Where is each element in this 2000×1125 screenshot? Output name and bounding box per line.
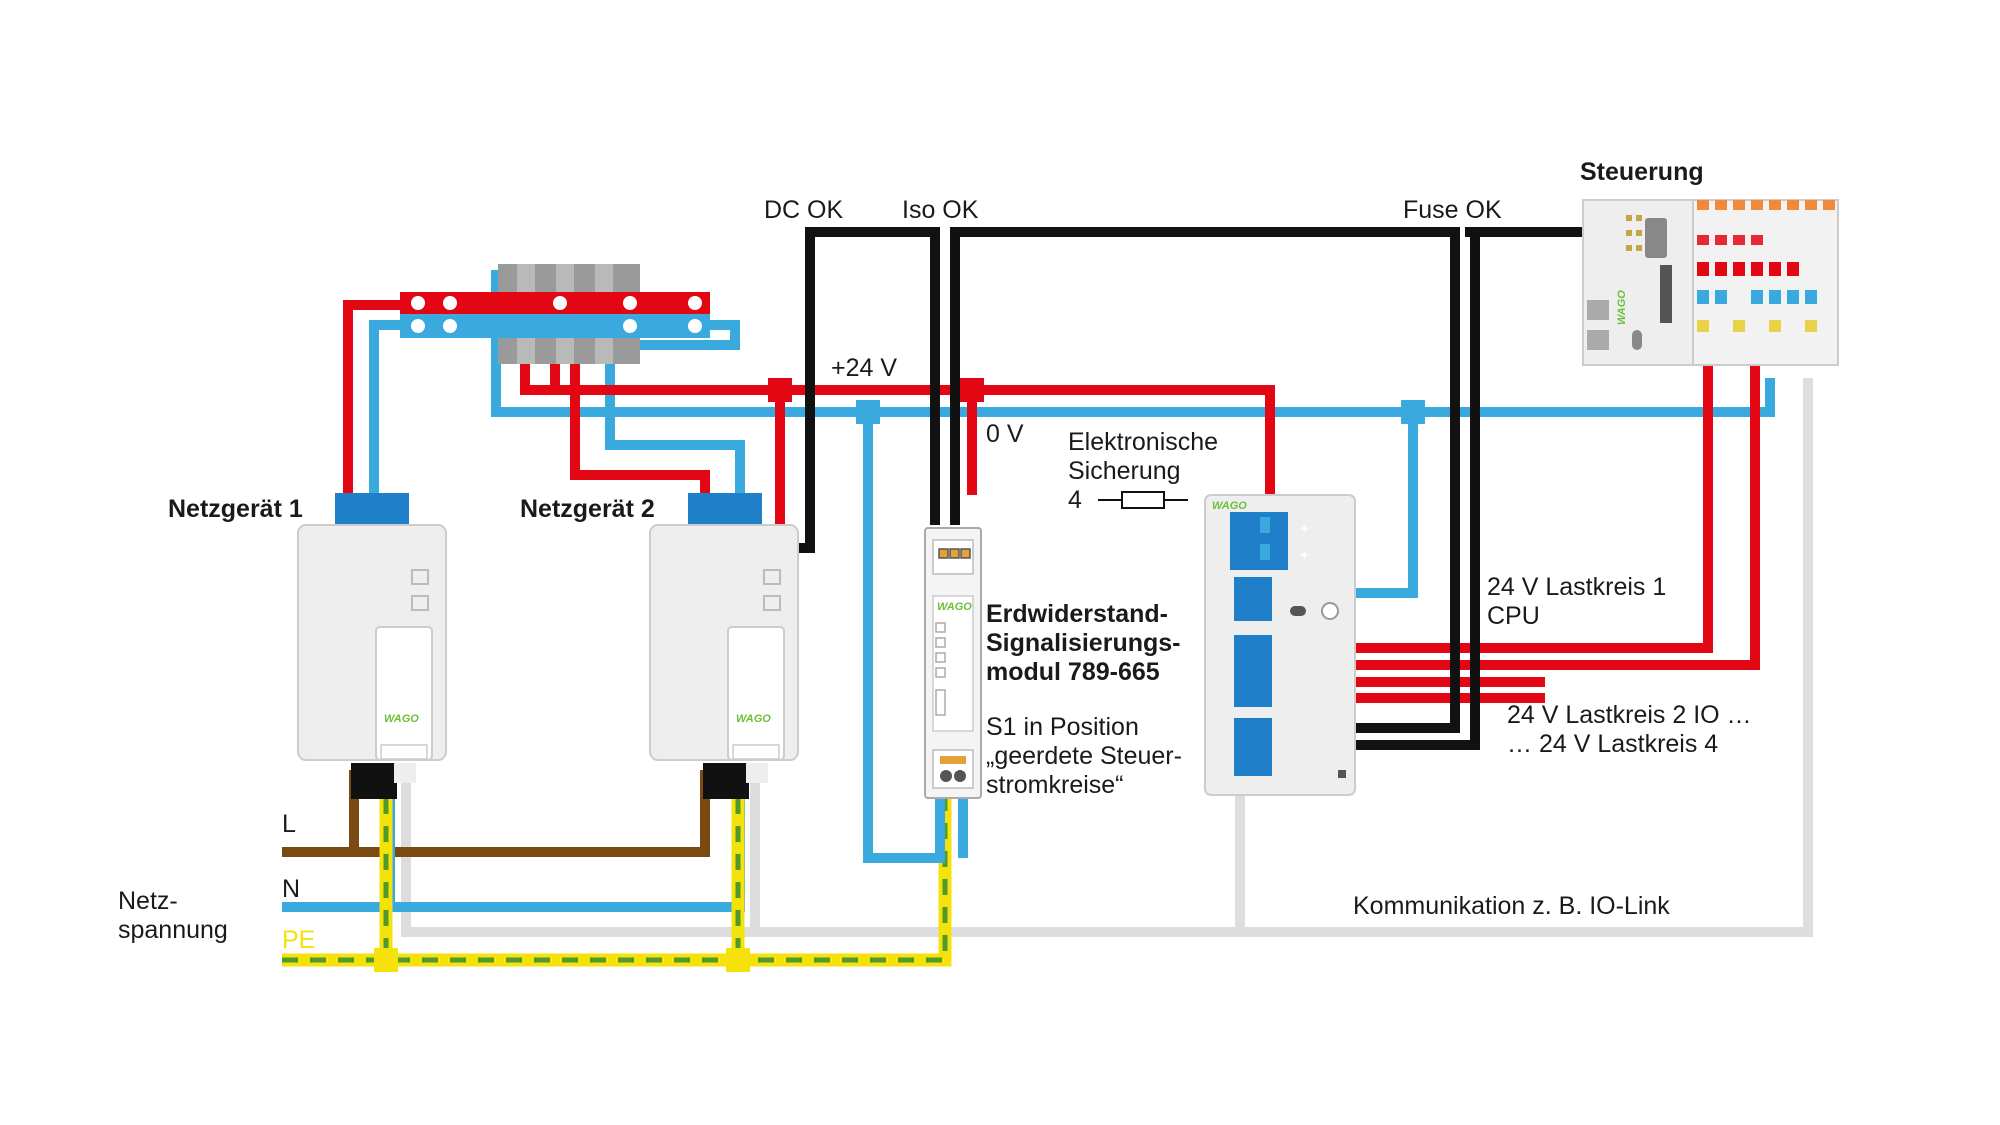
- label-netzgeraet-2: Netzgerät 2: [520, 495, 655, 523]
- controller-plc: WAGO: [1582, 199, 1839, 366]
- label-iso-ok: Iso OK: [902, 196, 979, 224]
- earth-resistance-module: WAGO: [924, 527, 982, 799]
- label-steuerung: Steuerung: [1580, 158, 1704, 186]
- label-s1-line2: „geerdete Steuer-: [986, 742, 1182, 770]
- label-erd-line1: Erdwiderstand-: [986, 600, 1168, 628]
- label-netzgeraet-1: Netzgerät 1: [168, 495, 303, 523]
- label-lastkreis2-line1: 24 V Lastkreis 2 IO …: [1507, 701, 1752, 729]
- pe-junctions: [374, 948, 750, 972]
- electronic-circuit-breaker: WAGO + +: [1204, 494, 1356, 796]
- wago-logo: WAGO: [384, 713, 419, 725]
- zero-v-taps: [856, 400, 1425, 424]
- label-sicherung-count: 4: [1068, 486, 1082, 514]
- label-pe: PE: [282, 926, 315, 954]
- label-erd-line2: Signalisierungs-: [986, 629, 1180, 657]
- plus-symbol: +: [1300, 547, 1309, 564]
- wago-logo: WAGO: [937, 601, 972, 613]
- label-lastkreis2-line2: … 24 V Lastkreis 4: [1507, 730, 1718, 758]
- label-sicherung-line2: Sicherung: [1068, 457, 1181, 485]
- label-erd-line3: modul 789-665: [986, 658, 1160, 686]
- wago-logo: WAGO: [736, 713, 771, 725]
- fuse-symbol: [1098, 491, 1188, 509]
- power-supply-1: WAGO: [297, 493, 447, 799]
- redundancy-terminal-block: [400, 264, 710, 364]
- label-plus-24v: +24 V: [831, 354, 897, 382]
- label-lastkreis1-line2: CPU: [1487, 602, 1540, 630]
- wago-logo: WAGO: [1212, 500, 1247, 512]
- label-netz-line1: Netz-: [118, 887, 178, 915]
- plus-symbol: +: [1300, 520, 1309, 537]
- plus-24v-taps: [768, 378, 984, 402]
- label-zero-v: 0 V: [986, 420, 1024, 448]
- wago-logo: WAGO: [1616, 290, 1628, 325]
- mains-l-wires: [282, 770, 710, 857]
- label-fuse-ok: Fuse OK: [1403, 196, 1502, 224]
- label-netz-line2: spannung: [118, 916, 228, 944]
- label-dc-ok: DC OK: [764, 196, 844, 224]
- label-n: N: [282, 875, 300, 903]
- label-kommunikation: Kommunikation z. B. IO-Link: [1353, 892, 1670, 920]
- label-s1-line3: stromkreise“: [986, 771, 1124, 799]
- signal-wires: [793, 227, 1590, 750]
- label-lastkreis1-line1: 24 V Lastkreis 1: [1487, 573, 1666, 601]
- label-s1-line1: S1 in Position: [986, 713, 1139, 741]
- power-supply-2: WAGO: [649, 493, 799, 799]
- label-l: L: [282, 810, 296, 838]
- label-sicherung-line1: Elektronische: [1068, 428, 1218, 456]
